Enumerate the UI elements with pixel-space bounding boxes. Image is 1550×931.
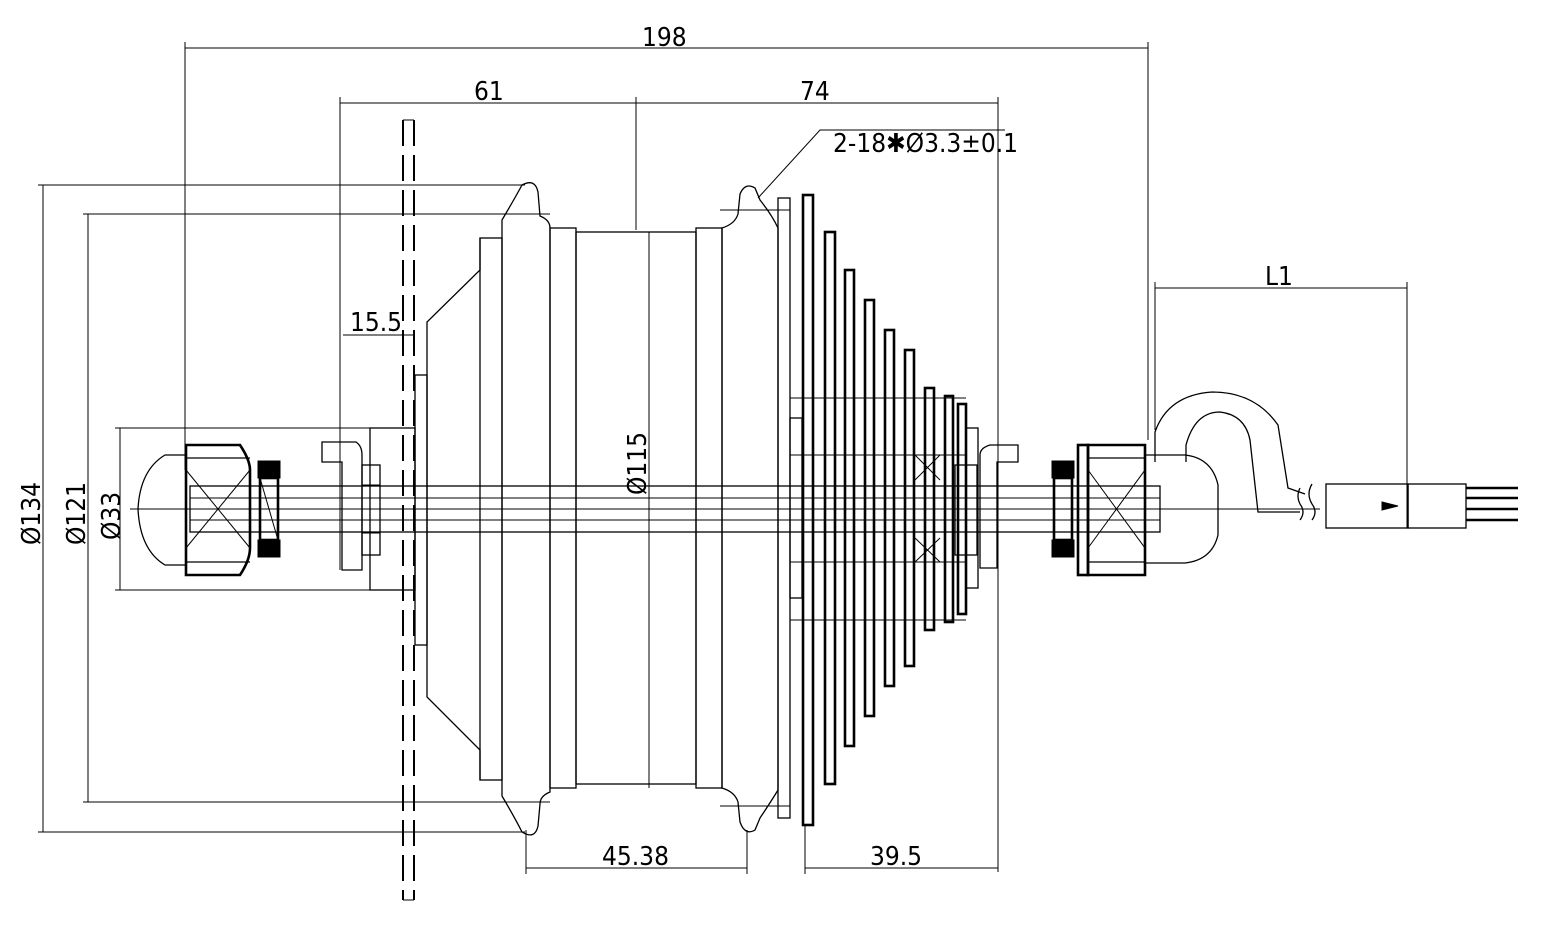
dim-axle-diameter: Ø33 — [97, 492, 127, 540]
axle — [189, 427, 1161, 591]
dim-cable-length: L1 — [1265, 262, 1293, 292]
dim-outer-diameter: Ø134 — [17, 482, 47, 545]
dimension-labels: 198 61 74 2-18✱Ø3.3±0.1 15.5 45.38 39.5 … — [17, 23, 1293, 872]
cable-assembly — [1154, 391, 1518, 529]
dim-flange-spacing: 45.38 — [602, 842, 669, 872]
dim-shell-diameter: Ø115 — [623, 432, 653, 495]
dim-right-offset: 74 — [800, 77, 830, 107]
dim-flange-diameter: Ø121 — [62, 482, 92, 545]
dim-left-flange-offset: 61 — [474, 77, 504, 107]
left-axle-end — [137, 441, 381, 577]
dim-dropout-offset: 15.5 — [350, 308, 402, 338]
center-lines — [130, 119, 1320, 901]
hub-shell — [414, 182, 791, 836]
cassette — [789, 193, 979, 827]
right-axle-end — [954, 443, 1219, 577]
dim-overall-length: 198 — [642, 23, 687, 53]
dim-cassette-width: 39.5 — [870, 842, 922, 872]
dimension-lines — [38, 42, 1408, 874]
dim-spoke-holes: 2-18✱Ø3.3±0.1 — [833, 129, 1018, 159]
